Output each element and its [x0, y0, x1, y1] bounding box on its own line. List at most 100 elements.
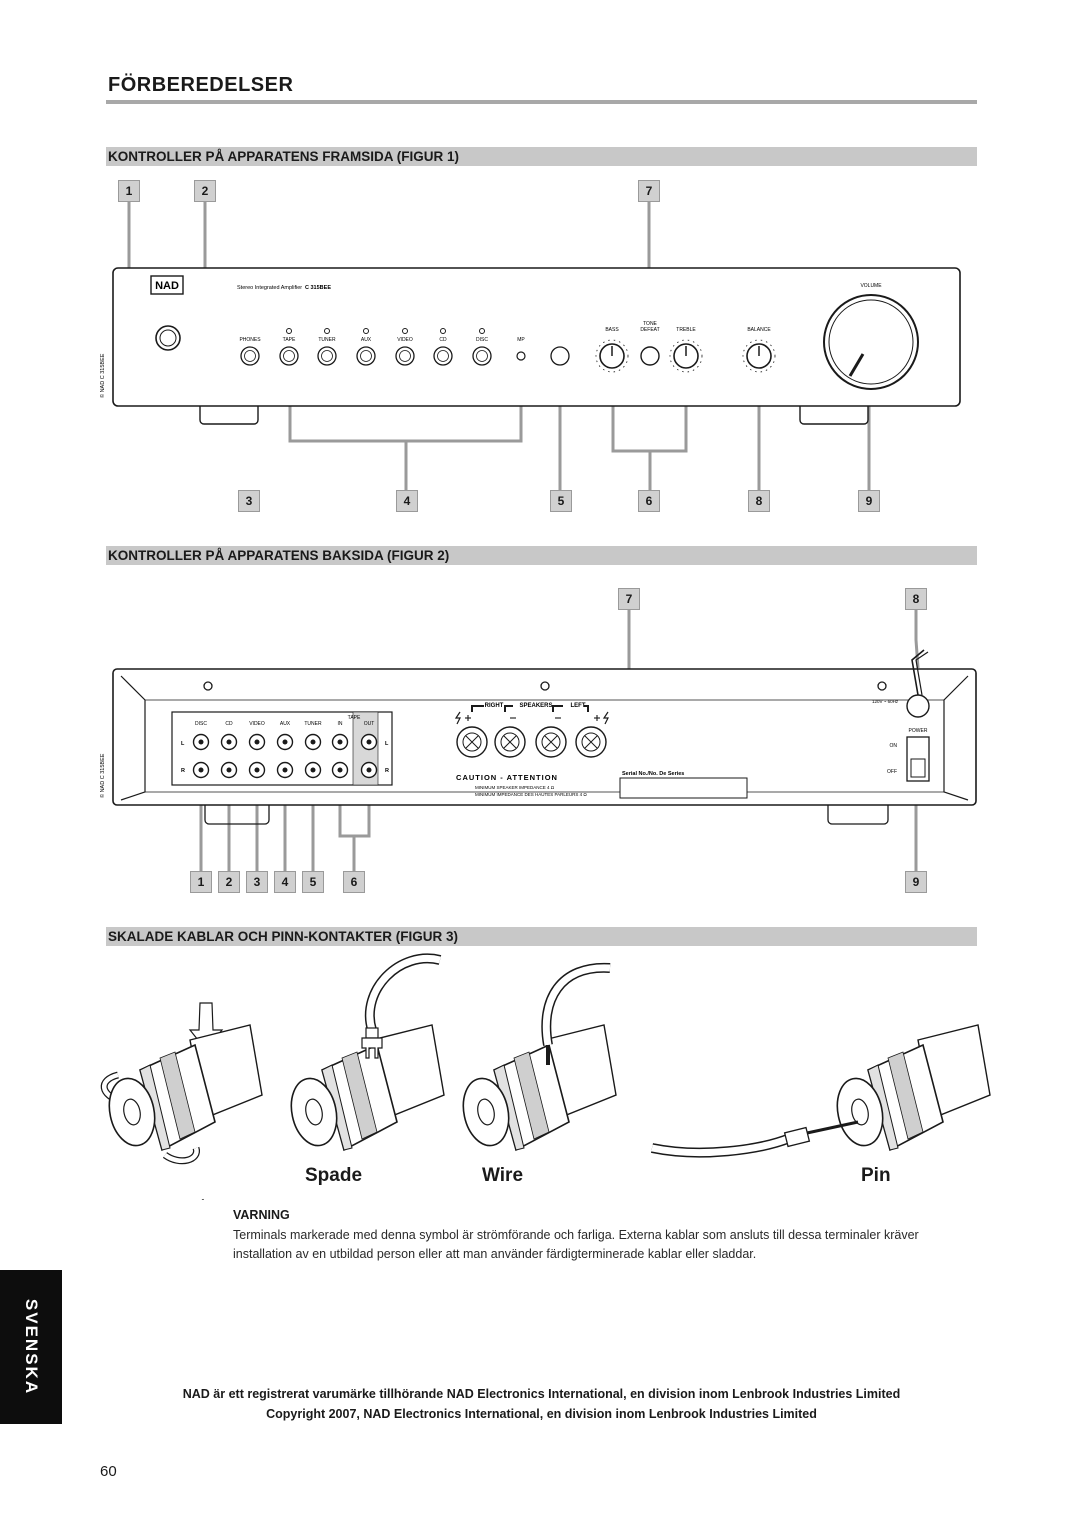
jack-label-in: IN — [338, 721, 343, 727]
power-cord — [911, 649, 925, 696]
fig2-badge-4: 4 — [274, 871, 296, 893]
front-panel-figure: NAD Stereo Integrated Amplifier C 315BEE… — [99, 202, 961, 490]
tone-defeat-button — [640, 346, 660, 366]
shock-icon-small-right — [602, 711, 609, 725]
volume-knob — [823, 294, 919, 390]
label-wire: Wire — [482, 1165, 524, 1186]
section-title-cables: SKALADE KABLAR OCH PINN-KONTAKTER (FIGUR… — [108, 929, 458, 944]
shock-icon-small-left — [454, 711, 461, 725]
foot-left — [199, 406, 259, 425]
title-rule — [106, 100, 977, 104]
power-label: POWER — [909, 728, 928, 734]
footer-copyright: Copyright 2007, NAD Electronics Internat… — [266, 1407, 817, 1421]
channel-right-out: R — [385, 768, 389, 774]
mains-label: 120V ~ 60Hz — [872, 699, 899, 704]
nad-logo: NAD — [155, 280, 179, 292]
channel-left: L — [181, 741, 185, 747]
channel-right: R — [181, 768, 185, 774]
off-label: OFF — [887, 769, 897, 775]
headphone-jack — [550, 346, 570, 366]
fig1-badge-2: 2 — [194, 180, 216, 202]
language-tab: SVENSKA — [0, 1270, 62, 1424]
footer-trademark: NAD är ett registrerat varumärke tillhör… — [182, 1387, 901, 1401]
fig1-badge-1: 1 — [118, 180, 140, 202]
input-labels: PHONES TAPE TUNER AUX VIDEO CD DISC MP — [239, 337, 525, 343]
wire-cable-icon — [541, 962, 611, 1065]
label-phones: PHONES — [239, 337, 261, 343]
jack-label-cd: CD — [225, 721, 233, 727]
serial-box — [619, 777, 748, 799]
label-pin: Pin — [861, 1165, 891, 1186]
warning-text: Terminals markerade med denna symbol är … — [233, 1228, 919, 1261]
fig2-badge-7: 7 — [618, 588, 640, 610]
impedance-line-1: MINIMUM SPEAKER IMPEDANCE 4 Ω — [475, 785, 555, 790]
fig2-badge-8: 8 — [905, 588, 927, 610]
model-prefix: Stereo Integrated Amplifier — [237, 285, 302, 291]
fig1-badge-4: 4 — [396, 490, 418, 512]
label-defeat: DEFEAT — [640, 327, 659, 333]
label-cd: CD — [439, 337, 447, 343]
fig2-badge-3: 3 — [246, 871, 268, 893]
side-mark-rear: © NAD C 315BEE — [99, 753, 106, 798]
warning-heading: VARNING — [233, 1208, 290, 1222]
label-volume: VOLUME — [860, 283, 882, 289]
fig1-badge-8: 8 — [748, 490, 770, 512]
jack-label-tuner: TUNER — [304, 721, 322, 727]
fig2-badge-9: 9 — [905, 871, 927, 893]
fig1-badge-7: 7 — [638, 180, 660, 202]
fig1-badge-5: 5 — [550, 490, 572, 512]
impedance-line-2: MINIMUM IMPEDANCE DES HAUTES PARLEURS 4 … — [475, 792, 587, 797]
serial-label: Serial No./No. De Series — [622, 771, 684, 777]
page-number: 60 — [100, 1463, 117, 1480]
label-right: RIGHT — [485, 703, 504, 709]
fig1-badge-9: 9 — [858, 490, 880, 512]
label-video: VIDEO — [397, 337, 413, 343]
label-aux: AUX — [361, 337, 372, 343]
label-left: LEFT — [571, 703, 586, 709]
section-bar-cables — [106, 927, 977, 946]
section-title-rear: KONTROLLER PÅ APPARATENS BAKSIDA (FIGUR … — [108, 548, 450, 563]
jack-label-out: OUT — [364, 721, 375, 727]
label-mp: MP — [517, 337, 525, 343]
jack-label-video: VIDEO — [249, 721, 265, 727]
side-mark-front: © NAD C 315BEE — [99, 353, 106, 398]
speaker-terminals — [456, 726, 607, 758]
label-balance: BALANCE — [747, 327, 771, 333]
fig2-badge-6: 6 — [343, 871, 365, 893]
jack-label-disc: DISC — [195, 721, 207, 727]
on-label: ON — [890, 743, 898, 749]
input-leds — [286, 328, 485, 334]
jack-label-aux: AUX — [280, 721, 291, 727]
input-buttons — [240, 346, 492, 366]
label-tone: TONE — [643, 321, 657, 327]
label-spade: Spade — [305, 1165, 363, 1186]
label-tuner: TUNER — [318, 337, 336, 343]
label-speakers: SPEAKERS — [519, 703, 552, 709]
fig1-badge-6: 6 — [638, 490, 660, 512]
mp-jack — [516, 351, 526, 361]
model-name: C 315BEE — [305, 285, 331, 291]
label-treble: TREBLE — [676, 327, 696, 333]
fig2-badge-5: 5 — [302, 871, 324, 893]
fig2-badge-2: 2 — [218, 871, 240, 893]
language-tab-label: SVENSKA — [22, 1298, 41, 1396]
rear-panel-figure: © NAD C 315BEE TAPE DISC CD VIDEO AUX TU… — [99, 610, 977, 871]
label-tape-rear: TAPE — [348, 715, 361, 721]
front-chassis — [112, 267, 961, 407]
tone-knobs — [595, 339, 776, 373]
pin-cable-icon — [650, 1120, 859, 1158]
label-disc: DISC — [476, 337, 488, 343]
binding-post-icons — [108, 1024, 991, 1152]
spade-cable-icon — [361, 953, 442, 1059]
section-bar-front — [106, 147, 977, 166]
label-bass: BASS — [605, 327, 619, 333]
section-bar-rear — [106, 546, 977, 565]
caution-text: CAUTION - ATTENTION — [456, 773, 558, 782]
section-title-front: KONTROLLER PÅ APPARATENS FRAMSIDA (FIGUR… — [108, 149, 459, 164]
page-title: FÖRBEREDELSER — [108, 74, 294, 96]
nad-logo-box — [150, 275, 184, 295]
foot-right — [799, 406, 869, 425]
fig1-badge-3: 3 — [238, 490, 260, 512]
channel-left-out: L — [385, 741, 389, 747]
label-tape: TAPE — [283, 337, 296, 343]
